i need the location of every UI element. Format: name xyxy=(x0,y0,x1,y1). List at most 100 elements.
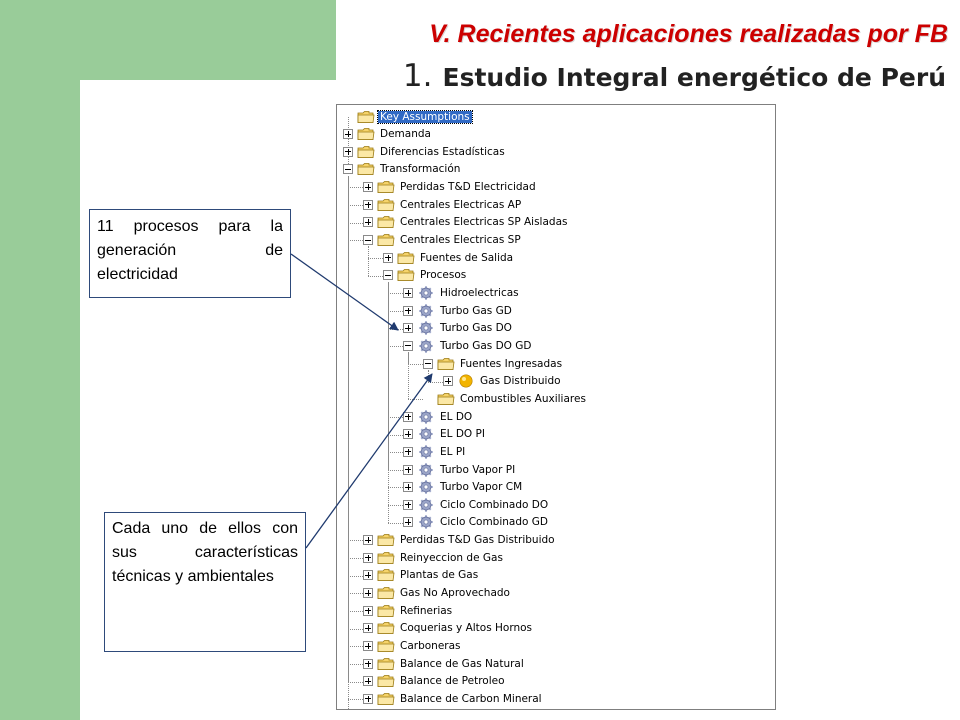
tree-node[interactable]: Combustibles Auxiliares xyxy=(423,390,588,407)
tree-node[interactable]: Transformación xyxy=(343,161,462,178)
tree-node[interactable]: Balance de Carbon Mineral xyxy=(363,690,544,707)
tree-node[interactable]: Fuentes de Salida xyxy=(383,249,515,266)
folder-icon xyxy=(377,551,395,564)
tree-node-label: Turbo Gas DO GD xyxy=(440,339,532,352)
tree-node-label: EL DO xyxy=(440,410,473,423)
tree-node-label: Gas Distribuido xyxy=(480,375,561,388)
expand-icon[interactable] xyxy=(363,623,373,634)
tree-node[interactable]: EL DO xyxy=(403,408,474,425)
expand-icon[interactable] xyxy=(363,658,373,669)
expand-icon[interactable] xyxy=(363,605,373,616)
tree-node[interactable]: Ciclo Combinado DO xyxy=(403,496,550,513)
expand-icon[interactable] xyxy=(363,693,373,704)
tree-node[interactable]: Turbo Vapor PI xyxy=(403,461,517,478)
tree-node[interactable]: Procesos xyxy=(383,267,468,284)
collapse-icon[interactable] xyxy=(363,235,373,246)
gear-icon xyxy=(419,321,433,335)
tree-node[interactable]: Carboneras xyxy=(363,638,463,655)
collapse-icon[interactable] xyxy=(343,164,353,175)
tree-node-label: Ciclo Combinado GD xyxy=(440,516,549,529)
expand-icon[interactable] xyxy=(403,446,413,457)
tree-connector-line xyxy=(408,352,409,400)
collapse-icon[interactable] xyxy=(383,270,393,281)
tree-connector-line xyxy=(348,152,349,170)
tree-node[interactable]: Turbo Vapor CM xyxy=(403,479,524,496)
tree-connector-line xyxy=(348,558,363,560)
page-title: 1.Estudio Integral energético de Perú xyxy=(403,58,946,94)
tree-node[interactable]: Turbo Gas DO xyxy=(403,320,514,337)
tree-node[interactable]: Gas No Aprovechado xyxy=(363,585,512,602)
folder-icon xyxy=(377,622,395,635)
tree-node[interactable]: Turbo Gas DO GD xyxy=(403,337,534,354)
tree-connector-line xyxy=(388,487,403,489)
expand-icon[interactable] xyxy=(363,552,373,563)
tree-node[interactable]: Key Assumptions xyxy=(343,108,473,125)
top-decorative-band xyxy=(80,0,336,80)
tree-node[interactable]: Gas Distribuido xyxy=(443,373,563,390)
tree-node[interactable]: Fuentes Ingresadas xyxy=(423,355,564,372)
tree-node[interactable]: Refinerias xyxy=(363,602,454,619)
expand-icon[interactable] xyxy=(403,323,413,334)
tree-connector-line xyxy=(348,699,363,701)
expand-icon[interactable] xyxy=(363,641,373,651)
tree-node[interactable]: Centrales Electricas SP xyxy=(363,232,523,249)
expand-icon[interactable] xyxy=(363,570,373,581)
tree-connector-line xyxy=(388,434,403,436)
tree-connector-line xyxy=(348,663,363,665)
expand-icon[interactable] xyxy=(403,305,413,316)
expand-icon[interactable] xyxy=(403,429,413,440)
expand-icon[interactable] xyxy=(363,217,373,228)
tree-connector-line xyxy=(368,246,369,276)
tree-connector-line xyxy=(408,399,423,401)
tree-connector-line xyxy=(388,452,403,454)
tree-node[interactable]: Balance de Gas Natural xyxy=(363,655,526,672)
tree-node[interactable]: EL DO PI xyxy=(403,426,487,443)
folder-icon xyxy=(377,534,395,546)
gear-icon xyxy=(419,515,433,530)
expand-icon[interactable] xyxy=(363,199,373,210)
tree-node[interactable]: Ciclo Combinado GD xyxy=(403,514,550,531)
tree-node[interactable]: Hidroelectricas xyxy=(403,285,521,302)
expand-icon[interactable] xyxy=(403,517,413,528)
tree-node[interactable]: Perdidas T&D Gas Distribuido xyxy=(363,532,557,549)
expand-icon[interactable] xyxy=(343,129,353,140)
folder-icon xyxy=(397,251,415,264)
tree-node[interactable]: Perdidas T&D Electricidad xyxy=(363,179,538,196)
expand-icon[interactable] xyxy=(343,146,353,157)
expand-icon[interactable] xyxy=(403,288,413,298)
expand-icon[interactable] xyxy=(443,376,453,387)
tree-connector-line xyxy=(388,293,403,295)
expand-icon[interactable] xyxy=(403,499,413,510)
expand-icon[interactable] xyxy=(403,411,413,422)
tree-node-label: Turbo Gas GD xyxy=(440,304,512,317)
expand-icon[interactable] xyxy=(403,464,413,475)
tree-node[interactable]: Centrales Electricas AP xyxy=(363,196,523,213)
tree-node[interactable]: Reinyeccion de Gas xyxy=(363,549,505,566)
collapse-icon[interactable] xyxy=(403,340,413,351)
tree-connector-line xyxy=(348,175,349,700)
collapse-icon[interactable] xyxy=(423,358,433,369)
tree-node[interactable]: Balance de Petroleo xyxy=(363,673,507,690)
expand-icon[interactable] xyxy=(383,252,393,263)
expand-icon[interactable] xyxy=(403,482,413,493)
tree-node[interactable]: Plantas de Gas xyxy=(363,567,480,584)
tree-node[interactable]: EL PI xyxy=(403,443,467,460)
tree-node-label: Perdidas T&D Gas Distribuido xyxy=(400,534,555,547)
tree-node[interactable]: Turbo Gas GD xyxy=(403,302,514,319)
tree-node[interactable]: Diferencias Estadísticas xyxy=(343,143,507,160)
expand-icon[interactable] xyxy=(363,535,373,546)
tree-connector-line xyxy=(348,611,363,613)
tree-node-label: EL DO PI xyxy=(440,428,485,441)
tree-node[interactable]: Centrales Electricas SP Aisladas xyxy=(363,214,569,231)
tree-node-label: Balance de Gas Natural xyxy=(400,657,524,670)
callout-characteristics: Cada uno de ellos con sus característica… xyxy=(104,512,306,652)
tree-node[interactable]: Demanda xyxy=(343,126,433,143)
tree-node[interactable]: Coquerias y Altos Hornos xyxy=(363,620,534,637)
expand-icon[interactable] xyxy=(363,676,373,687)
tree-node-label: Turbo Vapor CM xyxy=(440,481,523,494)
gear-icon xyxy=(419,462,433,477)
expand-icon[interactable] xyxy=(363,588,373,599)
expand-icon[interactable] xyxy=(363,182,373,193)
